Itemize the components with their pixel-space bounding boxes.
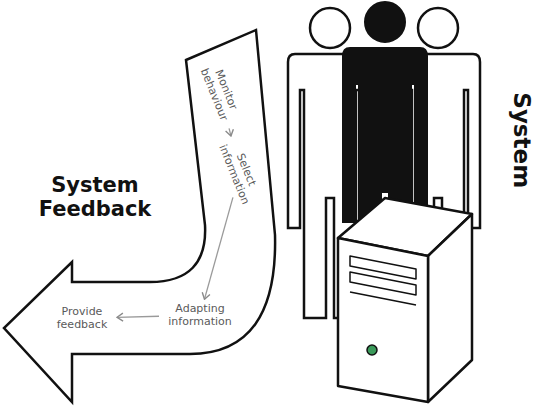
step-text: Provide feedback bbox=[50, 305, 114, 331]
step-node: Provide feedback bbox=[50, 305, 114, 331]
feedback-arrow bbox=[4, 30, 275, 402]
side-heading: System bbox=[509, 92, 535, 188]
step-text: Select information bbox=[215, 136, 265, 209]
step-node: Monitor behaviour bbox=[195, 56, 245, 129]
flow-chevron bbox=[229, 128, 231, 136]
step-text: Monitor behaviour bbox=[195, 56, 245, 129]
flow-chevron bbox=[117, 316, 159, 317]
flow-chevron bbox=[204, 197, 232, 299]
step-text: Adapting information bbox=[162, 302, 238, 328]
step-node: Adapting information bbox=[162, 302, 238, 328]
computer-tower bbox=[338, 198, 472, 402]
step-node: Select information bbox=[215, 136, 265, 209]
section-heading: System Feedback bbox=[25, 173, 165, 221]
